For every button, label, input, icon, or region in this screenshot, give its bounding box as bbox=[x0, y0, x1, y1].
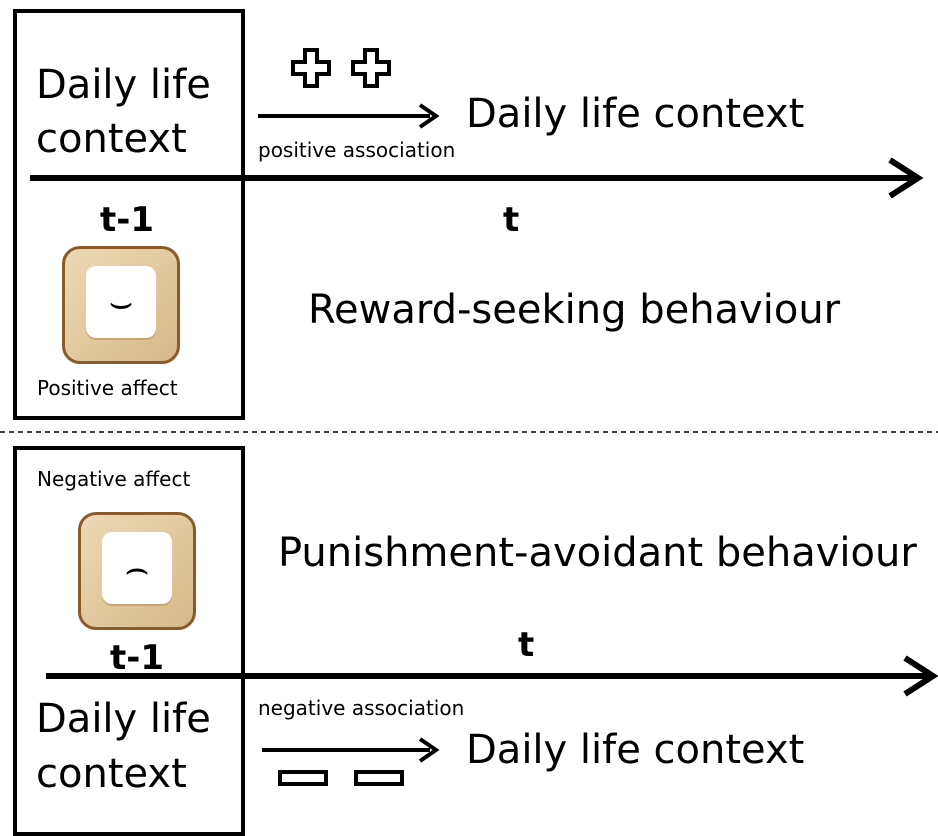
bottom-behaviour: Punishment-avoidant behaviour bbox=[278, 530, 917, 576]
bottom-affect-label: Negative affect bbox=[37, 467, 191, 491]
top-time-prev: t-1 bbox=[100, 200, 155, 240]
bottom-context-line1: Daily life bbox=[36, 696, 211, 742]
frown-icon: ⌢ bbox=[124, 546, 150, 590]
top-affect-label: Positive affect bbox=[37, 376, 178, 400]
plus-sign-1 bbox=[291, 48, 331, 88]
plus-sign-2 bbox=[351, 48, 391, 88]
bottom-time-prev: t-1 bbox=[110, 638, 165, 678]
top-association-label: positive association bbox=[258, 138, 456, 162]
top-behaviour: Reward-seeking behaviour bbox=[308, 287, 841, 333]
bottom-timeline-arrowhead bbox=[903, 655, 938, 697]
bottom-association-arrowhead bbox=[418, 737, 440, 763]
top-context-line2: context bbox=[36, 116, 187, 162]
bottom-association-label: negative association bbox=[258, 696, 465, 720]
minus-sign-2 bbox=[354, 770, 404, 786]
top-time-now: t bbox=[503, 200, 520, 240]
top-association-arrowhead bbox=[418, 103, 440, 129]
bottom-context-line2: context bbox=[36, 751, 187, 797]
top-prior-box bbox=[13, 9, 245, 420]
positive-face-icon: ⌣ bbox=[62, 246, 180, 364]
top-result-context: Daily life context bbox=[466, 91, 805, 137]
top-timeline-arrowhead bbox=[888, 157, 924, 199]
minus-sign-1 bbox=[278, 770, 328, 786]
negative-face-icon: ⌢ bbox=[78, 512, 196, 630]
smile-icon: ⌣ bbox=[108, 280, 134, 324]
bottom-result-context: Daily life context bbox=[466, 727, 805, 773]
bottom-time-now: t bbox=[518, 625, 535, 665]
top-context-line1: Daily life bbox=[36, 62, 211, 108]
